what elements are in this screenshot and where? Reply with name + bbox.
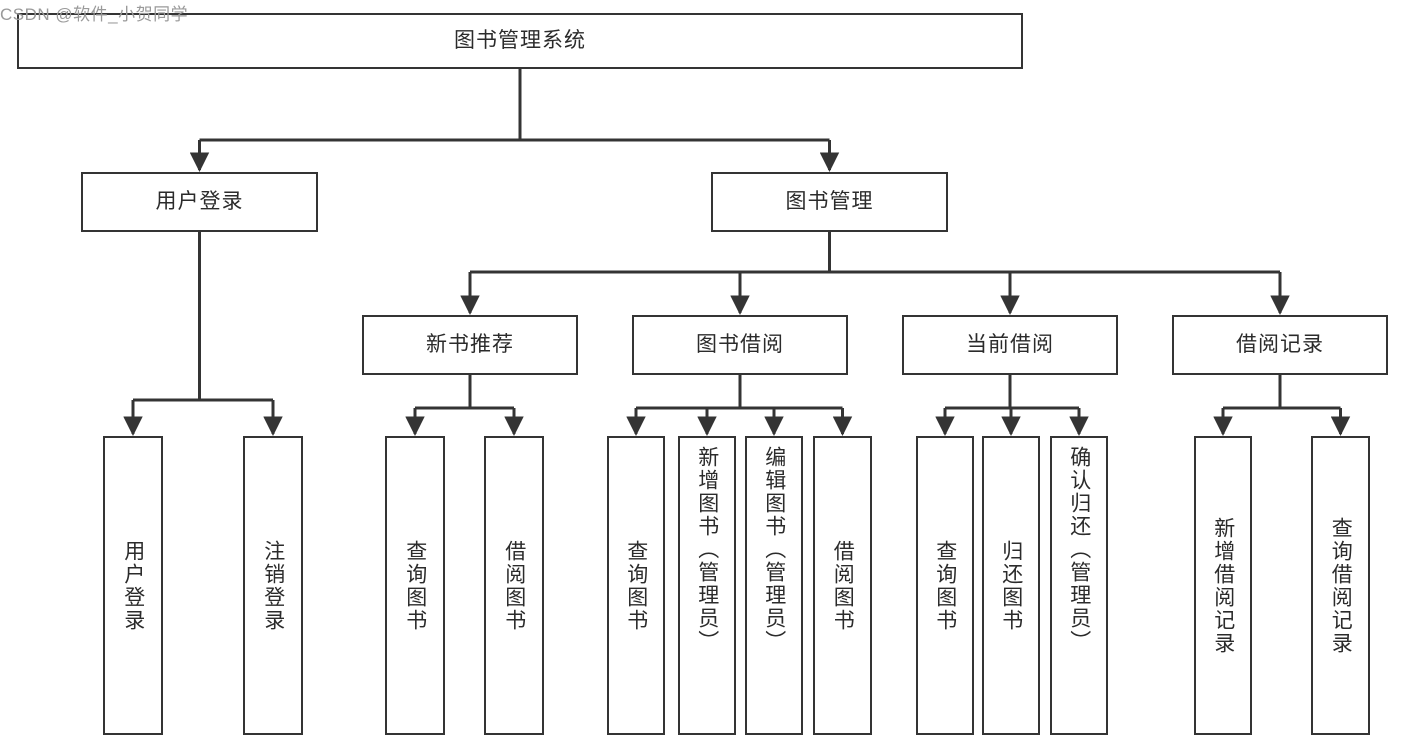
leaf-node-1[interactable]: 注销登录	[243, 436, 303, 735]
leaf-node-6[interactable]: 编辑图书（管理员）	[745, 436, 803, 735]
node-label: 查询图书	[403, 539, 427, 632]
node-label: 编辑图书（管理员）	[762, 446, 786, 653]
node-label: 借阅图书	[831, 539, 855, 632]
node-label: 用户登录	[155, 190, 244, 214]
node-label: 归还图书	[999, 539, 1023, 632]
node-label: 图书管理系统	[454, 29, 586, 53]
node-label: 新书推荐	[426, 333, 514, 357]
level3-node-2[interactable]: 当前借阅	[902, 315, 1118, 375]
level3-node-1[interactable]: 图书借阅	[632, 315, 848, 375]
leaf-node-0[interactable]: 用户登录	[103, 436, 163, 735]
node-label: 查询借阅记录	[1329, 516, 1353, 655]
node-label: 新增图书（管理员）	[695, 446, 719, 653]
node-label: 查询图书	[933, 539, 957, 632]
node-label: 注销登录	[261, 539, 285, 632]
leaf-node-11[interactable]: 新增借阅记录	[1194, 436, 1252, 735]
node-label: 借阅图书	[502, 539, 526, 632]
leaf-node-10[interactable]: 确认归还（管理员）	[1050, 436, 1108, 735]
level2-node-0[interactable]: 用户登录	[81, 172, 318, 232]
leaf-node-8[interactable]: 查询图书	[916, 436, 974, 735]
leaf-node-5[interactable]: 新增图书（管理员）	[678, 436, 736, 735]
level2-node-1[interactable]: 图书管理	[711, 172, 948, 232]
root-node-library-system[interactable]: 图书管理系统	[17, 13, 1023, 69]
level3-node-0[interactable]: 新书推荐	[362, 315, 578, 375]
node-label: 图书借阅	[696, 333, 784, 357]
leaf-node-12[interactable]: 查询借阅记录	[1311, 436, 1370, 735]
node-label: 新增借阅记录	[1211, 516, 1235, 655]
node-label: 借阅记录	[1236, 333, 1324, 357]
node-label: 图书管理	[785, 190, 874, 214]
leaf-node-3[interactable]: 借阅图书	[484, 436, 544, 735]
watermark-label: CSDN @软件_小贺同学	[0, 5, 189, 24]
node-label: 当前借阅	[966, 333, 1054, 357]
leaf-node-4[interactable]: 查询图书	[607, 436, 665, 735]
leaf-node-9[interactable]: 归还图书	[982, 436, 1040, 735]
node-label: 用户登录	[121, 539, 145, 632]
level3-node-3[interactable]: 借阅记录	[1172, 315, 1388, 375]
leaf-node-7[interactable]: 借阅图书	[813, 436, 872, 735]
leaf-node-2[interactable]: 查询图书	[385, 436, 445, 735]
node-label: 确认归还（管理员）	[1067, 446, 1091, 653]
node-label: 查询图书	[624, 539, 648, 632]
